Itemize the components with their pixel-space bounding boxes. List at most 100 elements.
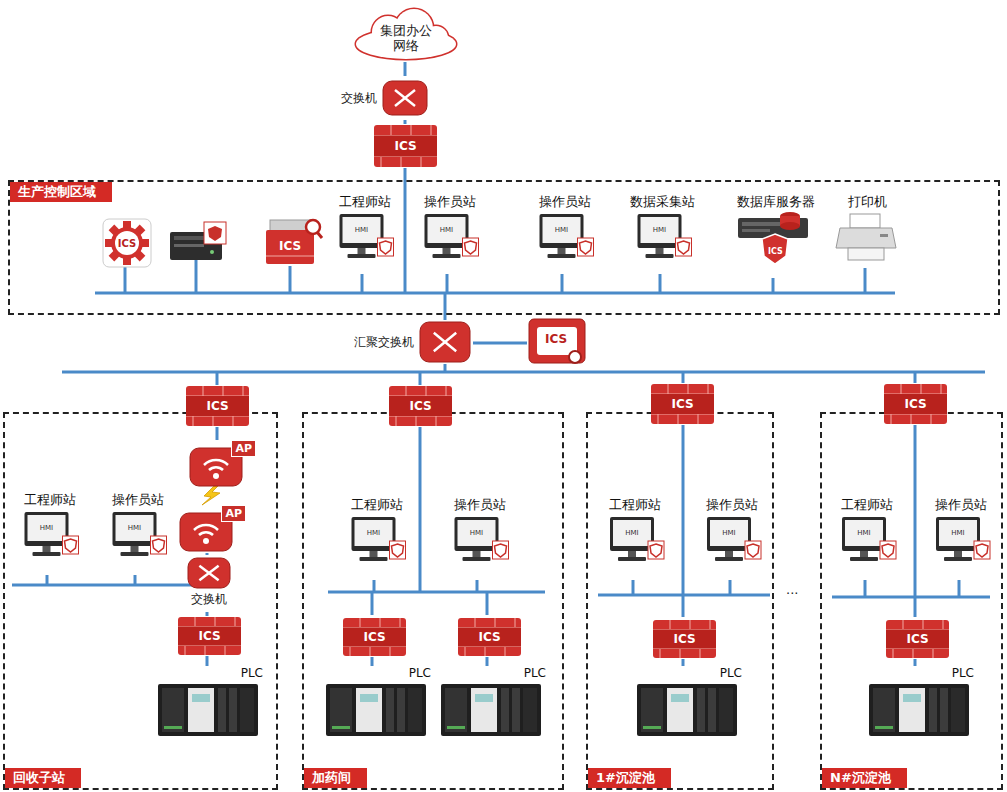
- monitor-icon: [327, 212, 402, 276]
- monitor-icon-wrap: [100, 510, 175, 577]
- ics-scanner-node: ICS: [260, 216, 324, 268]
- zone-box: 加药间工程师站HMI操作员站HMIICSICSPLCPLC: [302, 412, 564, 790]
- database-icon: [728, 212, 823, 280]
- station-label: 工程师站: [351, 497, 403, 513]
- station-label: 操作员站: [706, 497, 758, 513]
- monitor-icon-wrap: [327, 212, 402, 276]
- station-label: 工程师站: [609, 497, 661, 513]
- ics-text: ICS: [279, 239, 301, 253]
- ellipsis-label: ...: [786, 582, 798, 597]
- firewall-text: ICS: [409, 399, 431, 413]
- firewall-text: ICS: [363, 630, 385, 644]
- plc-label: PLC: [239, 666, 265, 680]
- monitor-icon-wrap: [925, 515, 997, 582]
- link-line: [486, 657, 489, 666]
- firewall-node: ICS: [185, 385, 250, 427]
- zone-tag: 回收子站: [5, 768, 81, 788]
- plc-node: PLC: [152, 666, 267, 738]
- link-line: [404, 62, 407, 76]
- monitor-icon: [599, 515, 671, 582]
- station-node: 操作员站HMI: [696, 497, 768, 582]
- ap-node: AP: [172, 505, 246, 553]
- ics-text: ICS: [118, 238, 136, 249]
- firewall-text: ICS: [478, 630, 500, 644]
- plc-node: PLC: [631, 666, 746, 738]
- firewall-node: ICS: [388, 385, 453, 427]
- station-node: 工程师站HMI: [12, 492, 87, 577]
- station-label: 工程师站: [841, 497, 893, 513]
- switch-label: 汇聚交换机: [354, 334, 414, 351]
- region-box: 生产控制区域ICSICS工程师站HMI操作员站HMI操作员站HMI数据采集站HM…: [8, 180, 1000, 315]
- monitor-icon-wrap: [831, 515, 903, 582]
- station-label: 操作员站: [424, 194, 476, 210]
- monitor-icon: [925, 515, 997, 582]
- station-node: 操作员站HMI: [100, 492, 175, 577]
- monitor-icon: [442, 515, 517, 582]
- station-node: 工程师站HMI: [831, 497, 903, 582]
- link-line: [206, 553, 209, 555]
- monitor-icon-wrap: [442, 515, 517, 582]
- switch-label: 交换机: [191, 591, 227, 607]
- station-label: 操作员站: [935, 497, 987, 513]
- link-line: [216, 427, 219, 440]
- printer-icon: [834, 212, 900, 270]
- hmi-text: HMI: [355, 226, 368, 234]
- monitor-icon-wrap: [696, 515, 768, 582]
- station-label: 打印机: [848, 194, 887, 210]
- ap-tag: AP: [221, 505, 246, 522]
- station-label: 操作员站: [539, 194, 591, 210]
- monitor-icon-wrap: [412, 212, 487, 276]
- switch-node: 交换机: [318, 76, 430, 120]
- monitor-icon-wrap: [12, 510, 87, 577]
- firewall-text: ICS: [394, 139, 416, 153]
- zone-box: N#沉淀池工程师站HMI操作员站HMIICSPLC: [820, 412, 1003, 790]
- audit-node: ICS: [527, 315, 589, 367]
- monitor-icon: [12, 510, 87, 577]
- ics-gear-node: ICS: [102, 218, 152, 268]
- hmi-text: HMI: [40, 524, 53, 532]
- monitor-icon-wrap: [625, 212, 700, 276]
- link-line: [206, 612, 209, 616]
- firewall-text: ICS: [206, 399, 228, 413]
- hmi-text: HMI: [470, 529, 483, 537]
- switch-icon: [185, 555, 233, 591]
- zone-tag: 加药间: [304, 768, 367, 788]
- wireless-bolt: [202, 486, 220, 505]
- firewall-node: ICS: [177, 616, 242, 656]
- switch-label: 交换机: [341, 90, 377, 107]
- firewall-text: ICS: [904, 397, 926, 411]
- firewall-node: ICS: [883, 383, 948, 425]
- switch-icon: [380, 78, 430, 118]
- hmi-text: HMI: [367, 529, 380, 537]
- station-node: 工程师站 HMI: [599, 497, 671, 582]
- firewall-text: ICS: [673, 632, 695, 646]
- hmi-text: HMI: [625, 529, 638, 537]
- station-node: 操作员站HMI: [527, 194, 602, 276]
- station-label: 操作员站: [454, 497, 506, 513]
- hmi-text: HMI: [653, 226, 666, 234]
- firewall-node: ICS: [650, 383, 715, 425]
- zone-tag: N#沉淀池: [822, 768, 907, 788]
- zone-box: 1#沉淀池工程师站HMI操作员站HMIICSPLC: [586, 412, 774, 790]
- plc-label: PLC: [718, 666, 744, 680]
- region-tag: 生产控制区域: [10, 182, 112, 202]
- station-node: 工程师站HMI: [327, 194, 402, 276]
- plc-label: PLC: [407, 666, 433, 680]
- monitor-icon: [412, 212, 487, 276]
- firewall-node: ICS: [342, 617, 407, 657]
- ics-text: ICS: [545, 332, 567, 346]
- link-line: [371, 657, 374, 666]
- cloud-node: 集团办公 网络: [350, 6, 462, 62]
- station-label: 操作员站: [112, 492, 164, 508]
- monitor-icon: [831, 515, 903, 582]
- zone-box: 回收子站APAP工程师站HMI操作员站HMI交换机ICSPLC: [3, 412, 278, 790]
- switch-icon-wrap: [380, 78, 430, 118]
- station-node: 操作员站HMI: [925, 497, 997, 582]
- database-icon-wrap: [728, 212, 823, 280]
- firewall-text: ICS: [906, 632, 928, 646]
- database-node: 数据库服务器ICS: [728, 194, 823, 280]
- station-node: 工程师站 HMI: [339, 497, 414, 582]
- cloud-label: 集团办公 网络: [373, 23, 439, 53]
